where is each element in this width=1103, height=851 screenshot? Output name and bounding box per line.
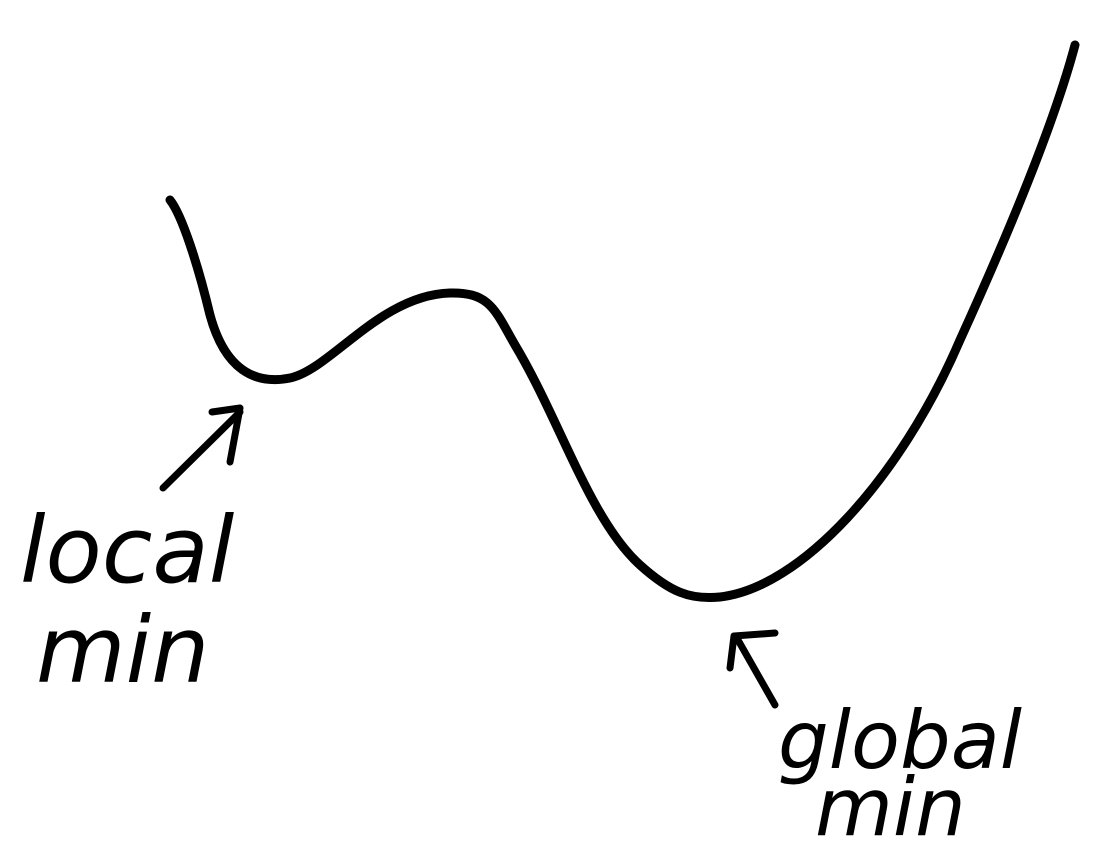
loss-curve xyxy=(165,40,1080,603)
global-min-label-line1: global xyxy=(778,694,1022,787)
local-min-label-line2: min xyxy=(36,597,210,704)
local-min-arrow xyxy=(159,404,244,492)
local-min-label-line1: local xyxy=(20,497,235,604)
global-min-label-line2: min xyxy=(815,761,966,851)
global-min-arrow xyxy=(726,629,779,709)
